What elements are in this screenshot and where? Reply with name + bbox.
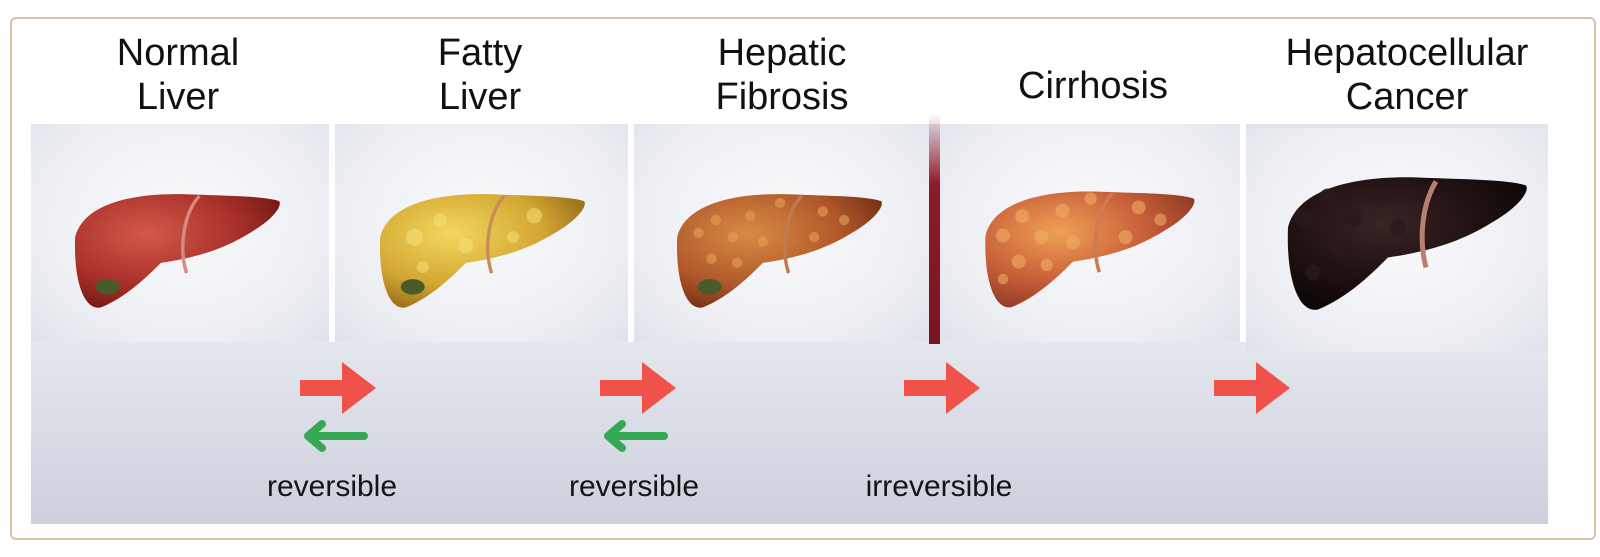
stage-title-line1: Hepatocellular	[1285, 32, 1529, 74]
panel-divider	[628, 124, 634, 342]
backward-arrow-icon	[604, 420, 668, 452]
stage-title-line1: Normal	[116, 32, 240, 74]
forward-arrow-icon	[904, 362, 980, 414]
stage-title-line2: Liver	[438, 75, 522, 118]
panel-divider	[329, 124, 335, 342]
cancerous-liver-icon	[1287, 177, 1527, 310]
transition-label-normal-to-fatty: reversible	[266, 470, 398, 503]
fatty-liver-icon	[379, 194, 585, 308]
stage-title-cirrhosis: Cirrhosis	[943, 65, 1243, 109]
panel-divider	[1240, 124, 1246, 342]
stage-title-normal-liver: Normal Liver	[28, 32, 328, 119]
transition-label-fatty-to-fibrosis: reversible	[568, 470, 700, 503]
forward-arrow-icon	[300, 362, 376, 414]
stage-title-line1: Fatty	[437, 32, 523, 74]
stage-title-hepatocellular-cancer: Hepatocellular Cancer	[1252, 32, 1562, 119]
backward-arrow-icon	[304, 420, 368, 452]
forward-arrow-icon	[1214, 362, 1290, 414]
forward-arrow-icon	[600, 362, 676, 414]
irreversible-threshold-marker	[929, 114, 940, 344]
cirrhotic-liver-icon	[985, 191, 1195, 308]
stage-title-hepatic-fibrosis: Hepatic Fibrosis	[632, 32, 932, 119]
fibrotic-liver-icon	[676, 194, 882, 308]
stage-title-fatty-liver: Fatty Liver	[330, 32, 630, 119]
stage-title-line1: Cirrhosis	[1018, 65, 1168, 107]
stage-title-line2: Liver	[136, 75, 220, 118]
stage-title-line1: Hepatic	[717, 32, 847, 74]
transition-label-fibrosis-to-cirrhosis: irreversible	[865, 470, 1013, 503]
stage-title-line2: Cancer	[1345, 75, 1469, 118]
stage-title-line2: Fibrosis	[715, 75, 849, 118]
stage-titles: Normal Liver Fatty Liver Hepatic Fibrosi…	[0, 0, 1600, 125]
normal-liver-icon	[74, 194, 280, 308]
